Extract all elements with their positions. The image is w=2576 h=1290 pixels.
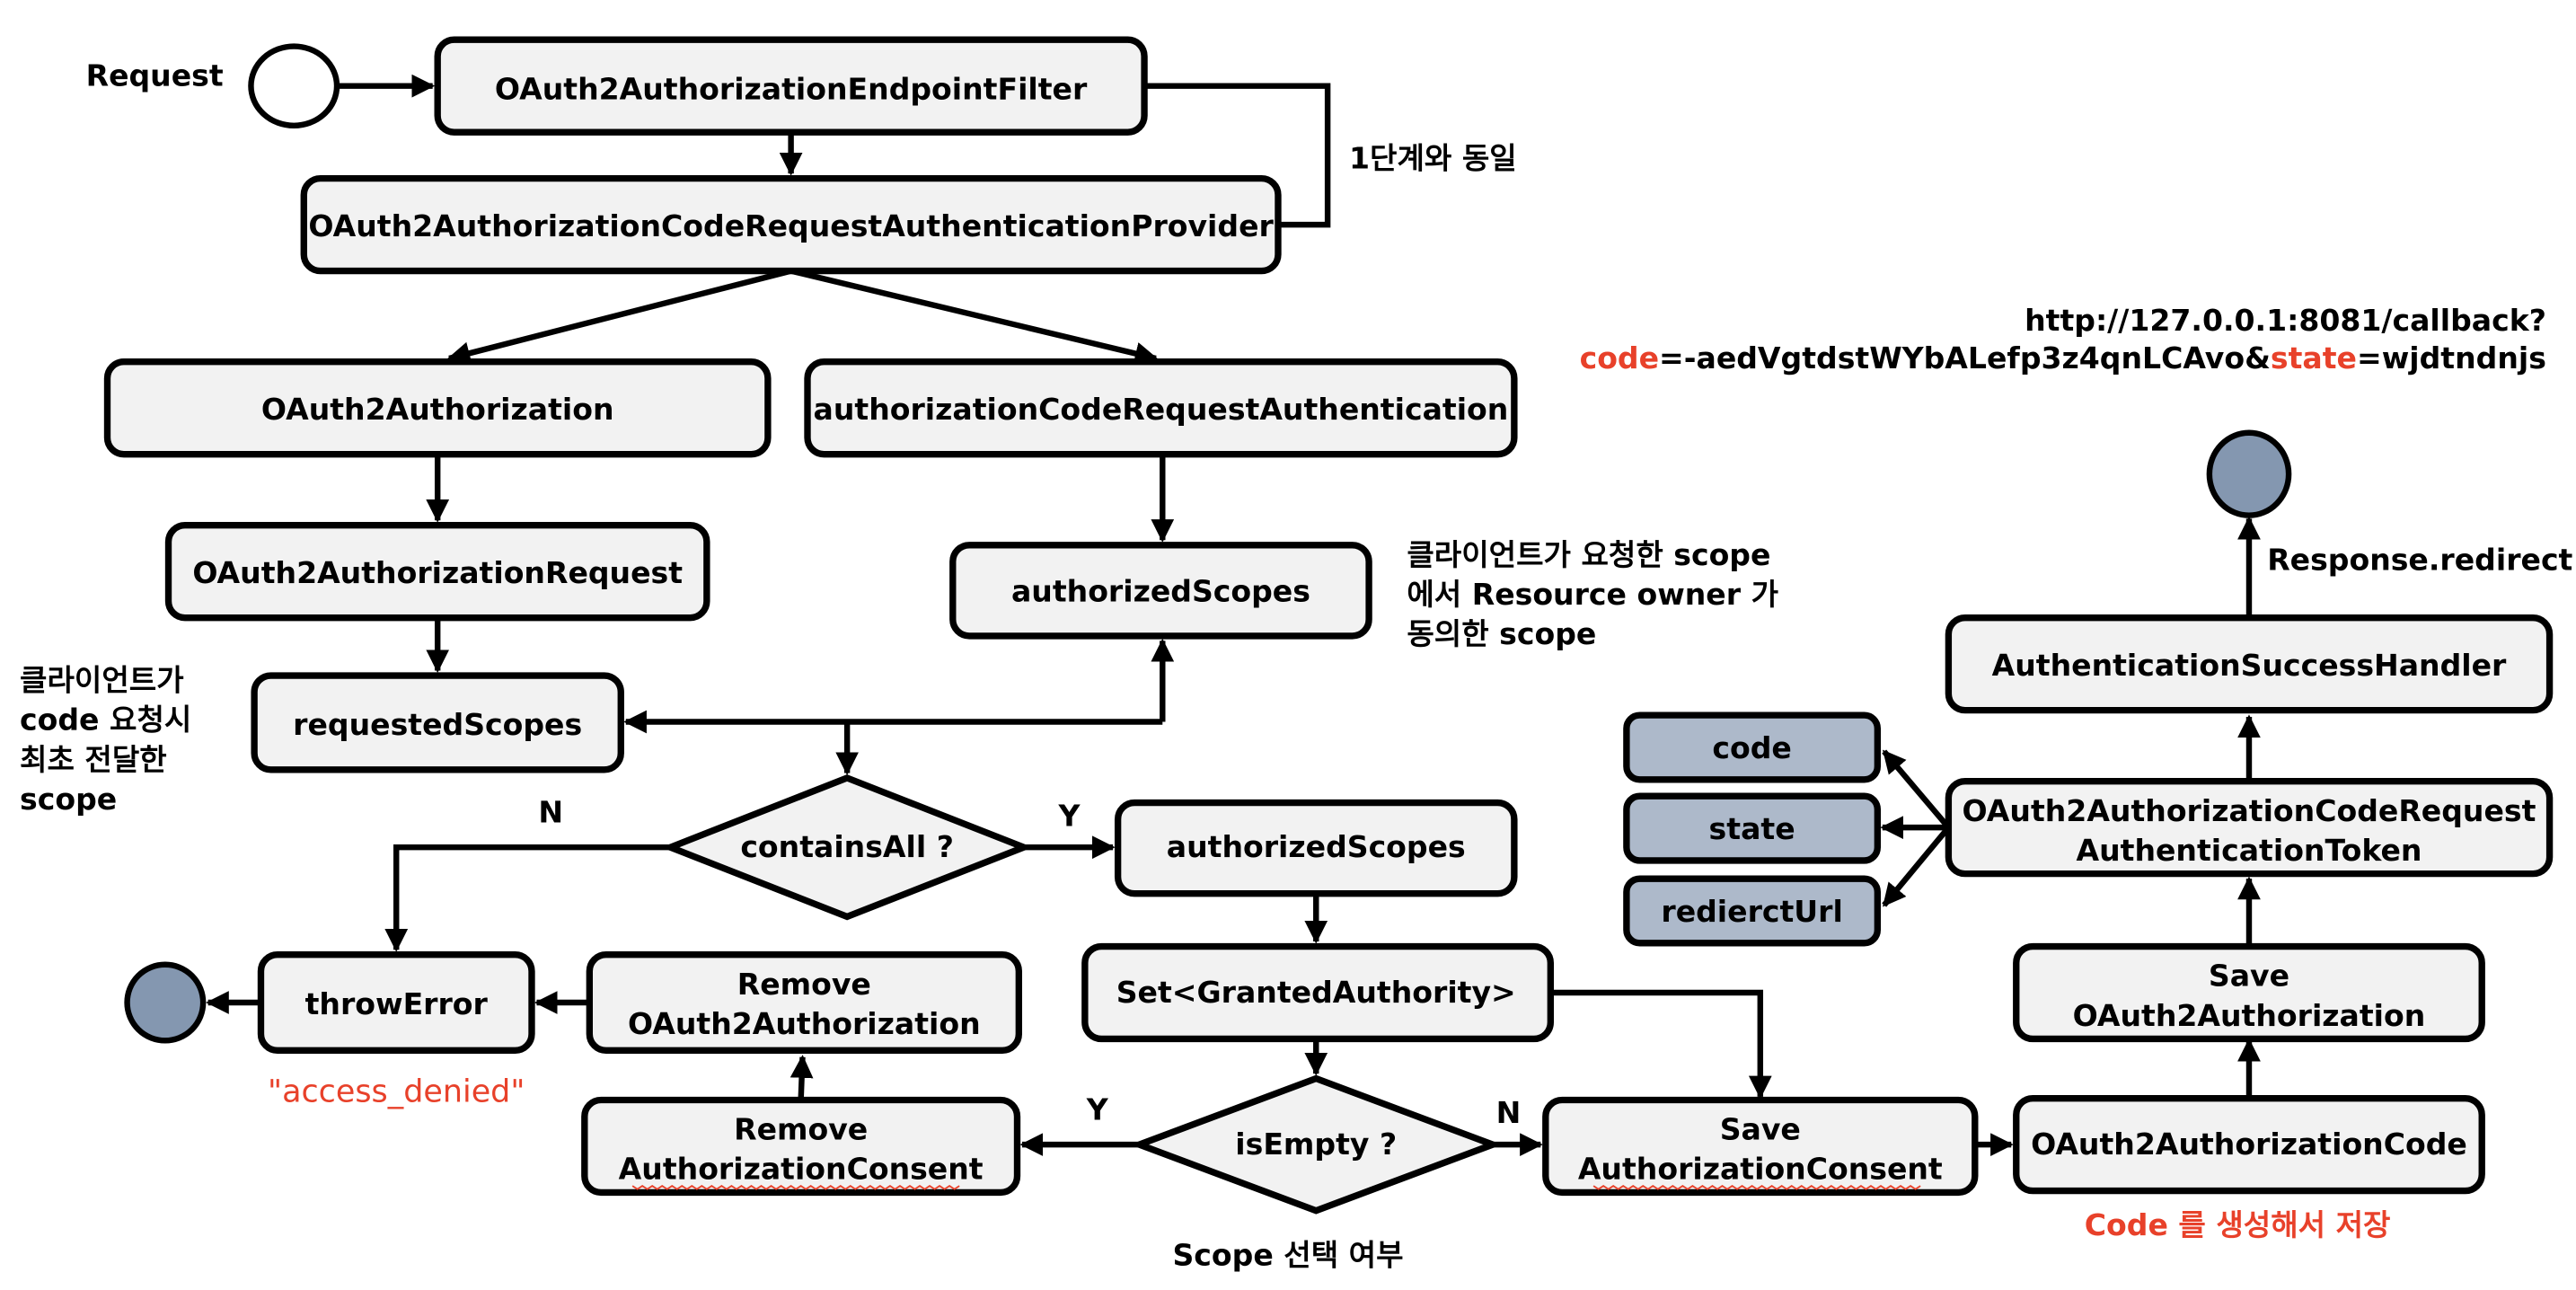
end-node-success <box>2206 429 2292 518</box>
arrow-provider-authentication <box>790 268 1159 366</box>
callback-code-key: code <box>1580 340 1659 376</box>
end-node-error <box>124 961 207 1044</box>
node-remove-consent[interactable]: Remove AuthorizationConsent <box>581 1096 1021 1197</box>
spellcheck-underline <box>631 1184 960 1190</box>
node-success-handler[interactable]: AuthenticationSuccessHandler <box>1945 614 2554 714</box>
param-code[interactable]: code <box>1623 711 1882 783</box>
svg-text:동의한 scope: 동의한 scope <box>1407 616 1596 651</box>
node-authorized-scopes-1[interactable]: authorizedScopes <box>949 542 1372 640</box>
svg-text:클라이언트가 요청한 scope: 클라이언트가 요청한 scope <box>1407 537 1770 572</box>
response-redirect-label: Response.redirect <box>2267 542 2572 577</box>
callback-state-key: state <box>2271 340 2357 376</box>
svg-text:Remove: Remove <box>737 967 871 1002</box>
svg-text:OAuth2AuthorizationRequest: OAuth2AuthorizationRequest <box>192 555 683 590</box>
node-code-request-token[interactable]: OAuth2AuthorizationCodeRequest Authentic… <box>1945 777 2554 878</box>
svg-text:authorizationCodeRequestAuthen: authorizationCodeRequestAuthentication <box>814 392 1509 427</box>
svg-text:Save: Save <box>2209 959 2289 994</box>
node-requested-scopes[interactable]: requestedScopes <box>251 672 624 773</box>
svg-text:AuthorizationConsent: AuthorizationConsent <box>1578 1152 1943 1187</box>
arrow-consent-authorization <box>790 1055 814 1100</box>
node-authorized-scopes-2[interactable]: authorizedScopes <box>1114 799 1518 897</box>
arrow-contains-no <box>384 844 671 952</box>
bracket-same-step <box>1144 83 1331 228</box>
node-set-granted-authority[interactable]: Set<GrantedAuthority> <box>1081 942 1554 1043</box>
label-n-empty: N <box>1496 1095 1522 1130</box>
svg-text:OAuth2Authorization: OAuth2Authorization <box>261 392 614 427</box>
svg-text:OAuth2Authorization: OAuth2Authorization <box>2073 998 2426 1033</box>
svg-text:OAuth2AuthorizationEndpointFil: OAuth2AuthorizationEndpointFilter <box>495 71 1088 106</box>
callback-state-value: =wjdtndnjs <box>2357 340 2546 376</box>
svg-text:authorizedScopes: authorizedScopes <box>1011 573 1310 608</box>
node-throw-error[interactable]: throwError <box>257 951 535 1055</box>
svg-text:AuthenticationToken: AuthenticationToken <box>2076 833 2422 868</box>
node-save-consent[interactable]: Save AuthorizationConsent <box>1542 1096 1979 1197</box>
node-save-authorization[interactable]: Save OAuth2Authorization <box>2013 942 2485 1043</box>
svg-text:최초 전달한: 최초 전달한 <box>20 742 167 777</box>
svg-text:redierctUrl: redierctUrl <box>1661 894 1842 929</box>
label-n-contains: N <box>538 795 563 830</box>
svg-text:에서 Resource owner 가: 에서 Resource owner 가 <box>1407 577 1778 612</box>
svg-text:throwError: throwError <box>305 986 489 1021</box>
svg-text:code: code <box>1712 730 1791 765</box>
arrow-authority-save-consent <box>1550 989 1772 1100</box>
svg-text:authorizedScopes: authorizedScopes <box>1167 829 1466 864</box>
svg-text:AuthorizationConsent: AuthorizationConsent <box>619 1152 984 1187</box>
decision-contains-all[interactable]: containsAll ? <box>661 774 1033 921</box>
svg-text:Set<GrantedAuthority>: Set<GrantedAuthority> <box>1116 975 1516 1010</box>
arrow-token-redirect <box>1882 826 1951 907</box>
svg-text:Save: Save <box>1720 1112 1801 1147</box>
svg-text:OAuth2AuthorizationCodeRequest: OAuth2AuthorizationCodeRequestAuthentica… <box>308 208 1274 243</box>
arrow-token-code <box>1882 749 1951 830</box>
code-generate-label: Code 를 생성해서 저장 <box>2085 1207 2391 1242</box>
svg-text:scope: scope <box>20 782 117 817</box>
svg-text:code 요청시: code 요청시 <box>20 702 191 738</box>
spellcheck-underline <box>1592 1184 1921 1190</box>
access-denied-label: "access_denied" <box>268 1074 525 1109</box>
callback-code-value: =-aedVgtdstWYbALefp3z4qnLCAvo& <box>1659 340 2271 376</box>
param-redirect-url[interactable]: redierctUrl <box>1623 875 1882 947</box>
authorized-scopes-note: 클라이언트가 요청한 scope 에서 Resource owner 가 동의한… <box>1407 537 1778 651</box>
svg-text:Remove: Remove <box>734 1112 868 1147</box>
node-authorization-code[interactable]: OAuth2AuthorizationCode <box>2013 1094 2485 1195</box>
callback-url-line1: http://127.0.0.1:8081/callback? <box>2025 303 2546 338</box>
svg-text:클라이언트가: 클라이언트가 <box>20 663 184 698</box>
param-state[interactable]: state <box>1623 792 1882 864</box>
svg-text:state: state <box>1709 811 1795 846</box>
node-oauth2-authorization[interactable]: OAuth2Authorization <box>103 358 772 458</box>
callback-url-line2: code=-aedVgtdstWYbALefp3z4qnLCAvo&state=… <box>1580 340 2546 376</box>
label-y-contains: Y <box>1057 798 1081 833</box>
request-label: Request <box>86 58 224 93</box>
node-remove-authorization[interactable]: Remove OAuth2Authorization <box>586 951 1023 1055</box>
arrow-provider-authorization <box>446 268 792 365</box>
scope-select-label: Scope 선택 여부 <box>1172 1237 1403 1272</box>
node-authorization-request[interactable]: OAuth2AuthorizationRequest <box>164 522 710 622</box>
svg-text:OAuth2Authorization: OAuth2Authorization <box>628 1006 981 1041</box>
label-y-empty: Y <box>1086 1092 1109 1127</box>
decision-is-empty[interactable]: isEmpty ? <box>1130 1074 1503 1215</box>
svg-text:requestedScopes: requestedScopes <box>293 707 582 742</box>
same-as-step1-label: 1단계와 동일 <box>1349 141 1517 176</box>
node-code-request-provider[interactable]: OAuth2AuthorizationCodeRequestAuthentica… <box>300 174 1282 275</box>
node-code-request-authentication[interactable]: authorizationCodeRequestAuthentication <box>804 358 1518 458</box>
svg-text:AuthenticationSuccessHandler: AuthenticationSuccessHandler <box>1992 648 2507 683</box>
svg-text:containsAll ?: containsAll ? <box>740 829 954 864</box>
svg-text:OAuth2AuthorizationCode: OAuth2AuthorizationCode <box>2031 1127 2467 1162</box>
start-node <box>248 43 340 129</box>
svg-text:OAuth2AuthorizationCodeRequest: OAuth2AuthorizationCodeRequest <box>1963 793 2536 828</box>
node-endpoint-filter[interactable]: OAuth2AuthorizationEndpointFilter <box>434 36 1148 136</box>
requested-scopes-note: 클라이언트가 code 요청시 최초 전달한 scope <box>20 663 191 817</box>
svg-text:isEmpty ?: isEmpty ? <box>1235 1127 1397 1162</box>
